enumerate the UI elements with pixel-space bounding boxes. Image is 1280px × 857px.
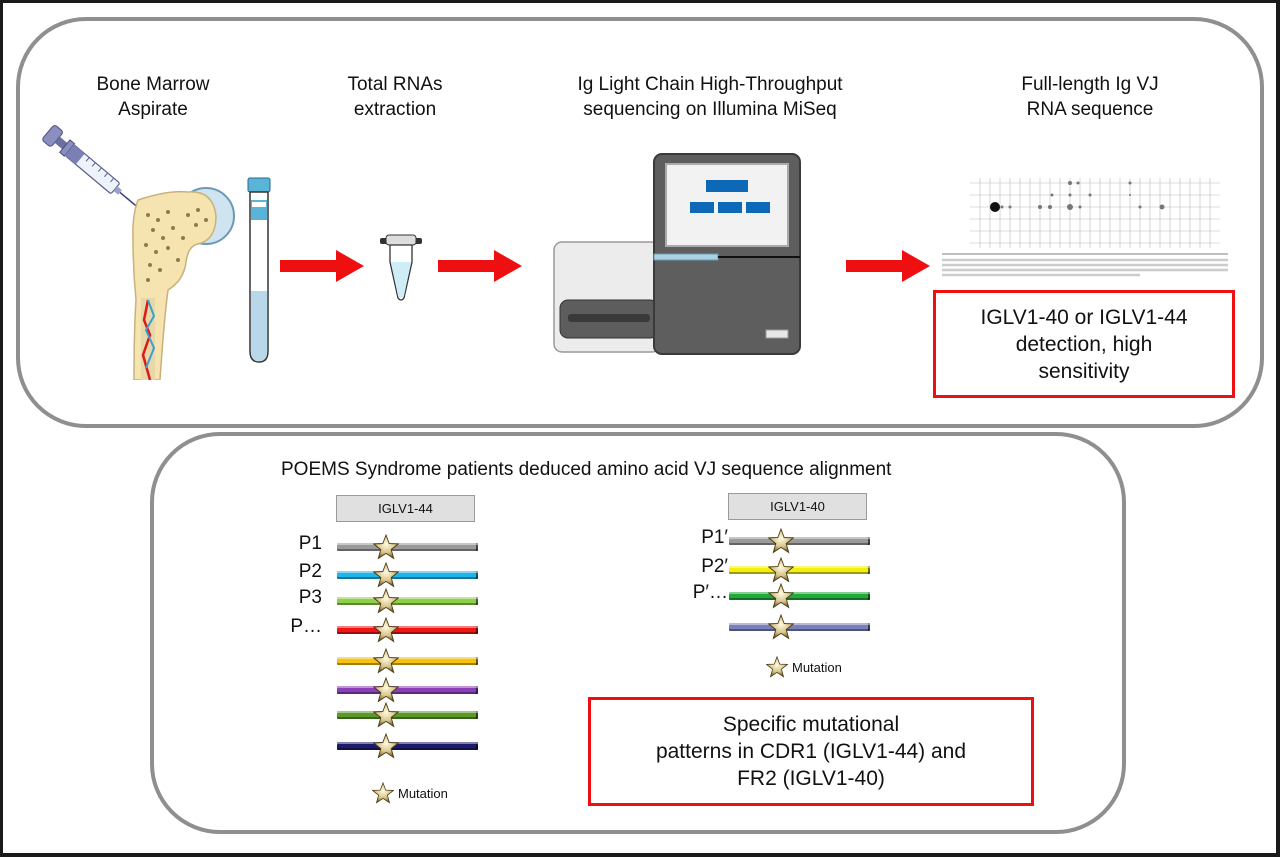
detection-result-box: IGLV1-40 or IGLV1-44 detection, high sen… xyxy=(933,290,1235,398)
conclusion-line: FR2 (IGLV1-40) xyxy=(737,767,885,790)
sequence-bar xyxy=(729,623,870,631)
result-line: detection, high xyxy=(1015,332,1153,356)
sequence-bar xyxy=(337,543,478,551)
patient-label: P1′ xyxy=(701,527,728,548)
mutation-star-icon xyxy=(373,562,399,588)
sequence-bar xyxy=(337,742,478,750)
conclusion-line: Specific mutational xyxy=(722,713,900,736)
mutation-star-icon xyxy=(373,733,399,759)
sequence-bar xyxy=(337,597,478,605)
step-title-line: Bone Marrow xyxy=(96,74,210,95)
legend-label: Mutation xyxy=(792,659,842,675)
sequence-bar xyxy=(337,657,478,665)
femur-bone-icon xyxy=(132,187,235,380)
blood-tube-icon xyxy=(247,177,271,363)
sequence-bar xyxy=(337,686,478,694)
sequence-bar xyxy=(337,711,478,719)
step-title-line: extraction xyxy=(353,99,437,120)
sequence-bar xyxy=(729,592,870,600)
gene-header-iglv1-40: IGLV1-40 xyxy=(728,493,867,520)
bone-marrow-aspirate-icon xyxy=(42,125,235,380)
vj-usage-plot-icon xyxy=(942,178,1228,277)
sequence-bar xyxy=(337,571,478,579)
legend-label: Mutation xyxy=(398,785,448,801)
mutation-star-icon xyxy=(373,588,399,614)
conclusion-box: Specific mutational patterns in CDR1 (IG… xyxy=(588,697,1034,806)
patient-label: P1 xyxy=(298,533,322,554)
gene-header-iglv1-44: IGLV1-44 xyxy=(336,495,475,522)
mutation-star-icon xyxy=(766,656,788,678)
step-title-line: Total RNAs xyxy=(347,74,443,95)
workflow-arrow-icon xyxy=(438,250,522,282)
mutation-legend: Mutation xyxy=(372,782,448,804)
step-title-line: Ig Light Chain High-Throughput xyxy=(577,74,843,95)
result-line: sensitivity xyxy=(1038,359,1130,383)
sequencer-icon xyxy=(553,153,801,355)
mutation-star-icon xyxy=(768,557,794,583)
step-title-line: sequencing on Illumina MiSeq xyxy=(583,99,837,120)
sequence-bar xyxy=(729,566,870,574)
mutation-star-icon xyxy=(768,528,794,554)
step-title-line: RNA sequence xyxy=(1026,99,1154,120)
mutation-star-icon xyxy=(768,614,794,640)
conclusion-line: patterns in CDR1 (IGLV1-44) and xyxy=(655,740,967,763)
mutation-star-icon xyxy=(768,583,794,609)
mutation-legend: Mutation xyxy=(766,656,842,678)
mutation-star-icon xyxy=(373,648,399,674)
result-line: IGLV1-40 or IGLV1-44 xyxy=(980,305,1188,329)
alignment-title: POEMS Syndrome patients deduced amino ac… xyxy=(281,459,892,480)
workflow-arrow-icon xyxy=(846,250,930,282)
step-title-line: Aspirate xyxy=(118,99,188,120)
mutation-star-icon xyxy=(373,534,399,560)
mutation-star-icon xyxy=(372,782,394,804)
step-title-sequencing: Ig Light Chain High-Throughput sequencin… xyxy=(530,72,890,122)
sequence-bar xyxy=(337,626,478,634)
microtube-icon xyxy=(380,234,422,301)
step-title-rna-extraction: Total RNAs extraction xyxy=(300,72,490,122)
step-title-bone-marrow: Bone Marrow Aspirate xyxy=(58,72,248,122)
step-title-line: Full-length Ig VJ xyxy=(1021,74,1159,95)
workflow-arrow-icon xyxy=(280,250,364,282)
mutation-star-icon xyxy=(373,677,399,703)
step-title-vj-sequence: Full-length Ig VJ RNA sequence xyxy=(960,72,1220,122)
patient-label: P3 xyxy=(298,587,322,608)
mutation-star-icon xyxy=(373,702,399,728)
patient-label: P… xyxy=(290,616,322,637)
mutation-star-icon xyxy=(373,617,399,643)
patient-label: P2′ xyxy=(701,556,728,577)
patient-label: P′… xyxy=(692,582,728,603)
patient-label: P2 xyxy=(298,561,322,582)
sequence-bar xyxy=(729,537,870,545)
